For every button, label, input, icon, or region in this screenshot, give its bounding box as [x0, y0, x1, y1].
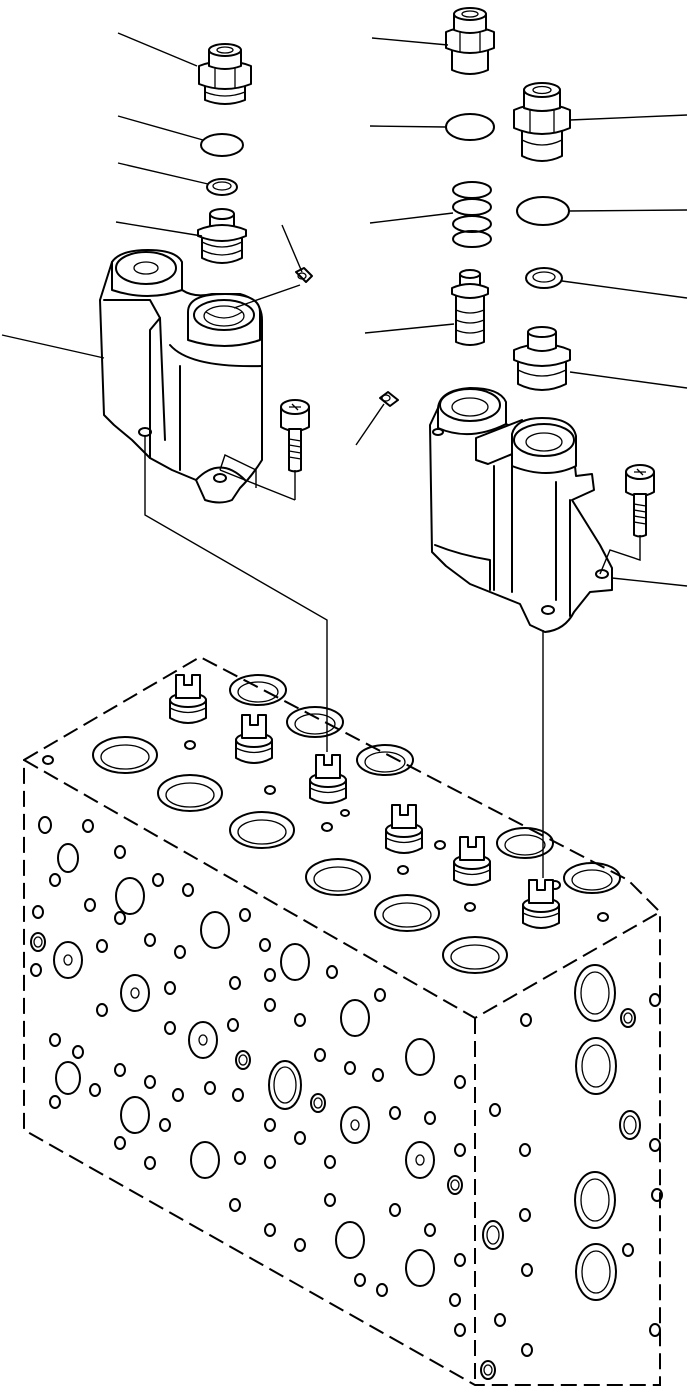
- right-o-ring-1: [445, 113, 495, 141]
- left-o-ring: [200, 133, 244, 157]
- right-housing: [429, 387, 613, 633]
- right-seal: [525, 267, 563, 289]
- top-fittings: [169, 674, 560, 929]
- left-housing: [99, 249, 263, 504]
- right-set-screw: [379, 391, 399, 407]
- top-ports: [42, 674, 621, 974]
- callout-leaders: [1, 32, 688, 587]
- right-valve: [513, 326, 571, 391]
- right-bolt: [625, 464, 655, 538]
- side-face-holes: [480, 964, 663, 1380]
- left-valve: [197, 208, 247, 264]
- right-spring: [452, 181, 492, 248]
- right-top-plug: [445, 7, 495, 75]
- left-set-screw: [295, 267, 313, 283]
- left-plug: [198, 43, 252, 105]
- left-bolt: [280, 399, 310, 473]
- right-plug-2: [513, 82, 571, 162]
- right-spool: [451, 269, 489, 346]
- alignment-lines: [144, 436, 641, 878]
- right-o-ring-2: [516, 196, 570, 226]
- left-seal: [206, 178, 238, 196]
- valve-block: [23, 655, 663, 1386]
- front-face-holes: [30, 816, 466, 1337]
